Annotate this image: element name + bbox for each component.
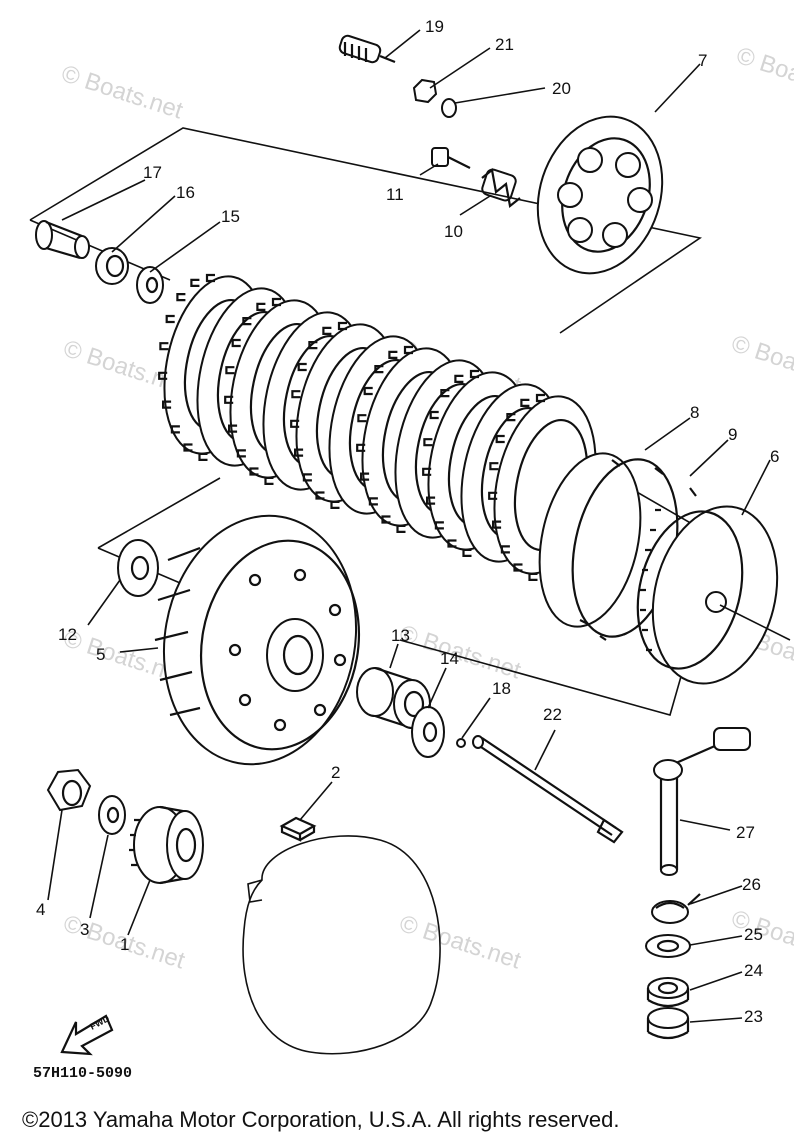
fwd-label: FWD bbox=[88, 1013, 111, 1032]
friction-plate-tabs bbox=[158, 273, 215, 461]
part-26-spring bbox=[651, 893, 701, 924]
part-22-push-rod bbox=[472, 735, 624, 844]
part-19-screw bbox=[338, 34, 396, 64]
part-2-key bbox=[279, 816, 317, 842]
part-11-bolt bbox=[431, 147, 471, 169]
friction-plate-tabs bbox=[356, 345, 413, 533]
part-9-teeth bbox=[579, 459, 697, 641]
friction-plate-tabs bbox=[488, 393, 545, 581]
callout-27: 27 bbox=[736, 823, 755, 842]
watermark-2: © Boats.net bbox=[733, 42, 794, 107]
clutch-plate-stack bbox=[158, 273, 597, 581]
callout-22: 22 bbox=[543, 705, 562, 724]
part-3-washer bbox=[98, 795, 126, 835]
part-24-bearing bbox=[646, 977, 690, 1008]
friction-plate-tabs bbox=[290, 321, 347, 509]
callout-5: 5 bbox=[96, 645, 105, 664]
part-15-lock-washer bbox=[136, 266, 164, 304]
part-6-clutch-boss bbox=[636, 505, 791, 685]
callout-13: 13 bbox=[391, 626, 410, 645]
callout-18: 18 bbox=[492, 679, 511, 698]
upper-frame bbox=[29, 127, 703, 334]
part-5-primary-driven-gear bbox=[154, 514, 361, 766]
callout-1: 1 bbox=[120, 935, 129, 954]
part-21-nut bbox=[412, 78, 438, 104]
part-14-washer bbox=[411, 706, 445, 758]
callout-14: 14 bbox=[440, 649, 459, 668]
callout-11: 11 bbox=[386, 185, 404, 204]
part-1-gear bbox=[129, 805, 204, 885]
watermark-1: © Boats.net bbox=[58, 60, 186, 125]
callout-10: 10 bbox=[444, 222, 463, 241]
callout-20: 20 bbox=[552, 79, 571, 98]
copyright-notice: ©2013 Yamaha Motor Corporation, U.S.A. A… bbox=[22, 1107, 620, 1132]
callout-26: 26 bbox=[742, 875, 761, 894]
watermark-10: © Boats.net bbox=[396, 910, 524, 975]
crankcase-cover-outline bbox=[242, 835, 441, 1055]
callout-15: 15 bbox=[221, 207, 240, 226]
part-17-push-rod-guide bbox=[35, 220, 90, 260]
callout-21: 21 bbox=[495, 35, 514, 54]
friction-plate-tabs bbox=[422, 369, 479, 557]
callout-6: 6 bbox=[770, 447, 779, 466]
part-27-push-lever-shaft bbox=[653, 727, 751, 876]
friction-plate-tabs bbox=[224, 297, 281, 485]
callout-25: 25 bbox=[744, 925, 763, 944]
part-10-spring bbox=[481, 167, 521, 209]
callout-numbers: 19 21 20 7 11 10 17 16 15 8 9 6 12 5 13 … bbox=[36, 17, 779, 1026]
part-8-plate bbox=[538, 452, 642, 628]
callout-23: 23 bbox=[744, 1007, 763, 1026]
callout-2: 2 bbox=[331, 763, 340, 782]
callout-17: 17 bbox=[143, 163, 162, 182]
callout-19: 19 bbox=[425, 17, 444, 36]
part-12-washer bbox=[117, 539, 159, 597]
callout-9: 9 bbox=[728, 425, 737, 444]
part-25-oil-seal bbox=[645, 934, 691, 958]
callout-7: 7 bbox=[698, 51, 707, 70]
part-4-nut bbox=[46, 768, 92, 812]
leader-lines bbox=[47, 29, 771, 1023]
catalog-code: 57H110-5090 bbox=[33, 1065, 133, 1082]
callout-12: 12 bbox=[58, 625, 77, 644]
callout-16: 16 bbox=[176, 183, 195, 202]
fwd-arrow-icon: FWD bbox=[60, 1013, 114, 1056]
watermark-7: © Boats.net bbox=[396, 620, 524, 685]
watermark-5: © Boats.net bbox=[728, 330, 794, 395]
part-7-pressure-plate bbox=[536, 115, 664, 275]
callout-4: 4 bbox=[36, 900, 45, 919]
part-16-bearing bbox=[95, 247, 129, 285]
callout-24: 24 bbox=[744, 961, 763, 980]
part-20-washer bbox=[441, 98, 457, 118]
part-18-ball bbox=[456, 738, 466, 748]
callout-3: 3 bbox=[80, 920, 89, 939]
callout-8: 8 bbox=[690, 403, 699, 422]
part-23-bearing bbox=[646, 1007, 690, 1040]
